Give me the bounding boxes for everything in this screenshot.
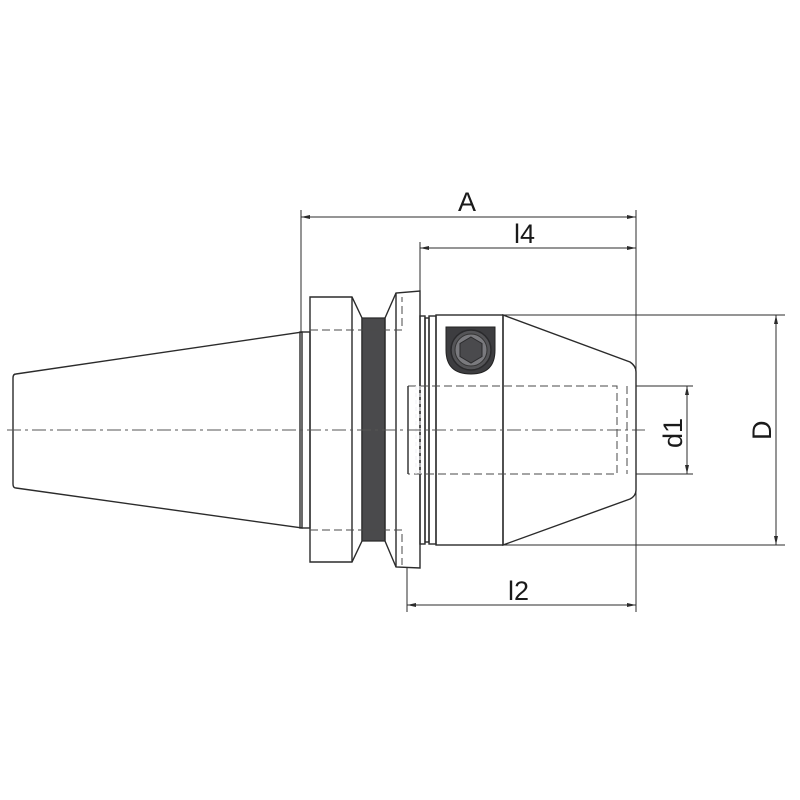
dimension-l2: [407, 603, 636, 607]
extension-lines: [300, 210, 785, 612]
label-D: D: [747, 421, 777, 441]
label-l2: l2: [508, 576, 529, 606]
dimension-d1: [685, 386, 689, 474]
taper-shank: [12, 331, 303, 529]
label-A: A: [458, 187, 476, 217]
dimension-A: [301, 215, 636, 219]
dimension-l4: [420, 246, 636, 250]
clamping-screw-icon: [445, 326, 496, 375]
dimension-D: [774, 315, 778, 545]
label-d1: d1: [658, 418, 688, 448]
label-l4: l4: [514, 219, 535, 249]
